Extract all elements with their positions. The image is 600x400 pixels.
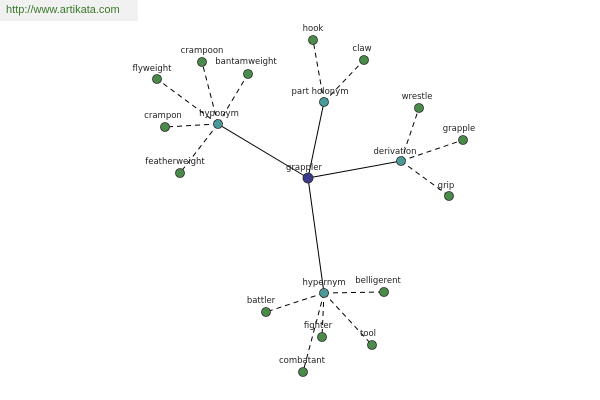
node-grip[interactable]: [444, 191, 454, 201]
label-claw: claw: [352, 44, 371, 54]
edge-hyponym-to-crampoon: [201, 61, 219, 125]
node-grappler[interactable]: [302, 172, 314, 184]
node-crampon[interactable]: [160, 122, 170, 132]
edge-grappler-to-hypernym: [307, 177, 325, 294]
node-bantamweight[interactable]: [243, 69, 253, 79]
node-crampoon[interactable]: [197, 57, 207, 67]
node-hypernym[interactable]: [319, 288, 329, 298]
label-grapple: grapple: [443, 124, 475, 134]
node-battler[interactable]: [261, 307, 271, 317]
edge-derivation-to-grip: [400, 160, 450, 197]
node-featherweight[interactable]: [175, 168, 185, 178]
edge-hypernym-to-combatant: [302, 292, 325, 373]
label-part-holonym: part holonym: [292, 87, 349, 97]
label-fighter: fighter: [304, 321, 333, 331]
node-belligerent[interactable]: [379, 287, 389, 297]
edge-derivation-to-grapple: [400, 139, 464, 162]
edge-grappler-to-derivation: [307, 160, 402, 179]
node-hyponym[interactable]: [213, 119, 223, 129]
label-derivation: derivation: [373, 147, 416, 157]
label-hyponym: hyponym: [199, 109, 239, 119]
edge-hyponym-to-flyweight: [156, 78, 219, 125]
watermark-url[interactable]: http://www.artikata.com: [0, 0, 138, 21]
edge-hypernym-to-battler: [265, 292, 325, 313]
edges-layer: [156, 39, 464, 373]
edge-hypernym-to-fighter: [321, 292, 325, 338]
node-combatant[interactable]: [298, 367, 308, 377]
edge-grappler-to-part-holonym: [307, 101, 325, 179]
node-wrestle[interactable]: [414, 103, 424, 113]
node-claw[interactable]: [359, 55, 369, 65]
label-tool: tool: [360, 329, 376, 339]
node-derivation[interactable]: [396, 156, 406, 166]
label-belligerent: belligerent: [355, 276, 401, 286]
node-tool[interactable]: [367, 340, 377, 350]
label-crampon: crampon: [144, 111, 182, 121]
label-hook: hook: [303, 24, 324, 34]
label-grappler: grappler: [286, 163, 322, 173]
node-fighter[interactable]: [317, 332, 327, 342]
node-hook[interactable]: [308, 35, 318, 45]
edge-derivation-to-wrestle: [400, 107, 420, 162]
edge-hypernym-to-tool: [323, 292, 373, 346]
edge-hypernym-to-belligerent: [323, 291, 385, 294]
edge-hyponym-to-crampon: [164, 123, 219, 128]
label-hypernym: hypernym: [302, 278, 345, 288]
label-wrestle: wrestle: [402, 92, 433, 102]
node-part-holonym[interactable]: [319, 97, 329, 107]
edge-hyponym-to-bantamweight: [217, 73, 249, 125]
nodes-layer: [152, 35, 468, 377]
label-grip: grip: [438, 181, 455, 191]
edge-part-holonym-to-hook: [312, 39, 325, 103]
label-bantamweight: bantamweight: [215, 57, 277, 67]
edge-grappler-to-hyponym: [217, 123, 309, 179]
labels-layer: crampoon flyweight bantamweight crampon feat…: [132, 24, 475, 366]
label-crampoon: crampoon: [181, 46, 224, 56]
edge-hyponym-to-featherweight: [179, 123, 219, 174]
node-grapple[interactable]: [458, 135, 468, 145]
label-combatant: combatant: [279, 356, 326, 366]
node-flyweight[interactable]: [152, 74, 162, 84]
label-featherweight: featherweight: [145, 157, 205, 167]
label-battler: battler: [247, 296, 276, 306]
edge-part-holonym-to-claw: [323, 59, 365, 103]
label-flyweight: flyweight: [132, 64, 172, 74]
